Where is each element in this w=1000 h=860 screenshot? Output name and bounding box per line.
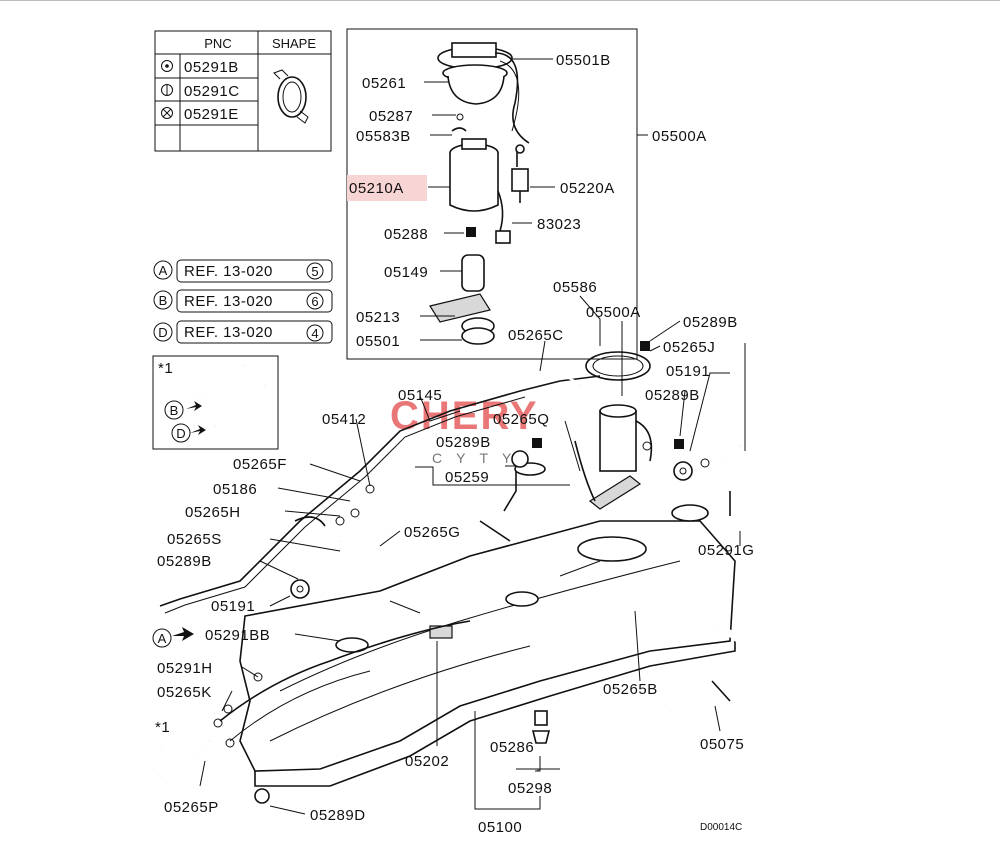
label-05265Q: 05265Q bbox=[493, 411, 549, 428]
label-05289B-top: 05289B bbox=[683, 314, 738, 331]
fittings bbox=[213, 341, 710, 804]
label-05291G: 05291G bbox=[698, 542, 754, 559]
label-05289B-right: 05289B bbox=[645, 387, 700, 404]
ref-d: D REF. 13-020 4 bbox=[153, 320, 333, 344]
label-05289B-mid: 05289B bbox=[436, 434, 491, 451]
label-05210A: 05210A bbox=[349, 180, 404, 197]
ref-d-letter: D bbox=[158, 325, 167, 340]
legend-pnc-row-2: 05291C bbox=[184, 83, 240, 100]
legend-pnc-row-3: 05291E bbox=[184, 106, 239, 123]
label-05291BB: 05291BB bbox=[205, 627, 270, 644]
detail-letter-b: B bbox=[170, 403, 179, 418]
label-star-1: *1 bbox=[155, 719, 170, 736]
pump-box-labels: 05501B 05261 05287 05583B 05210A 05220A … bbox=[349, 52, 707, 350]
ref-a-letter: A bbox=[159, 263, 168, 278]
legend-header-pnc: PNC bbox=[204, 36, 231, 51]
fuel-tank bbox=[239, 462, 736, 787]
label-05586: 05586 bbox=[553, 279, 597, 296]
label-05265G: 05265G bbox=[404, 524, 460, 541]
fuel-lines bbox=[159, 371, 754, 778]
ref-a-text: REF. 13-020 bbox=[184, 263, 273, 280]
label-05298: 05298 bbox=[508, 780, 552, 797]
label-05289D: 05289D bbox=[310, 807, 366, 824]
label-05289B-left: 05289B bbox=[157, 553, 212, 570]
label-05286: 05286 bbox=[490, 739, 534, 756]
label-05287: 05287 bbox=[369, 108, 413, 125]
label-05265C: 05265C bbox=[508, 327, 564, 344]
label-05500A: 05500A bbox=[586, 304, 641, 321]
fuel-pump-detail-box bbox=[346, 28, 638, 360]
label-05265H: 05265H bbox=[185, 504, 241, 521]
label-05075: 05075 bbox=[700, 736, 744, 753]
circle-dot-icon bbox=[161, 60, 173, 72]
ref-a: A REF. 13-020 5 bbox=[153, 259, 333, 283]
watermark-main: CHERY bbox=[390, 394, 539, 438]
leader-lines bbox=[172, 58, 746, 815]
circle-bar-icon bbox=[161, 84, 173, 96]
ref-d-text: REF. 13-020 bbox=[184, 324, 273, 341]
label-05261: 05261 bbox=[362, 75, 406, 92]
label-05186: 05186 bbox=[213, 481, 257, 498]
label-05501: 05501 bbox=[356, 333, 400, 350]
watermark-sub: CYTY bbox=[432, 450, 525, 466]
legend-header-shape: SHAPE bbox=[272, 36, 316, 51]
hose-detail-box: *1 B D bbox=[152, 355, 279, 450]
part-labels: 05586 05500A 05289B 05265C 05265J 05145 … bbox=[152, 279, 754, 836]
label-05288: 05288 bbox=[384, 226, 428, 243]
label-05259: 05259 bbox=[445, 469, 489, 486]
circle-x-icon bbox=[161, 107, 173, 119]
label-05149: 05149 bbox=[384, 264, 428, 281]
label-05500A-assembly: 05500A bbox=[652, 128, 707, 145]
label-83023: 83023 bbox=[537, 216, 581, 233]
detail-letter-d: D bbox=[176, 426, 185, 441]
ref-b-text: REF. 13-020 bbox=[184, 293, 273, 310]
label-05265P: 05265P bbox=[164, 799, 219, 816]
ref-d-num: 4 bbox=[311, 326, 318, 341]
label-05202: 05202 bbox=[405, 753, 449, 770]
label-05291H: 05291H bbox=[157, 660, 213, 677]
ref-a-num: 5 bbox=[311, 264, 318, 279]
ref-b-num: 6 bbox=[311, 294, 318, 309]
label-05213: 05213 bbox=[356, 309, 400, 326]
label-05501B: 05501B bbox=[556, 52, 611, 69]
ref-list: A REF. 13-020 5 B REF. 13-020 6 D REF. 1… bbox=[153, 259, 333, 344]
label-05265J: 05265J bbox=[663, 339, 715, 356]
label-05265K: 05265K bbox=[157, 684, 212, 701]
label-05191-left: 05191 bbox=[211, 598, 255, 615]
legend-pnc-row-1: 05291B bbox=[184, 59, 239, 76]
ref-b-letter: B bbox=[159, 293, 168, 308]
hose-clamp-icon bbox=[273, 69, 309, 124]
label-05412: 05412 bbox=[322, 411, 366, 428]
highlight-05210A bbox=[347, 175, 427, 201]
label-05191-right: 05191 bbox=[666, 363, 710, 380]
label-05220A: 05220A bbox=[560, 180, 615, 197]
detail-marker: *1 bbox=[158, 360, 173, 377]
label-05583B: 05583B bbox=[356, 128, 411, 145]
label-05265F: 05265F bbox=[233, 456, 287, 473]
diagram-code: D00014C bbox=[700, 822, 742, 833]
label-05265B: 05265B bbox=[603, 681, 658, 698]
ref-b: B REF. 13-020 6 bbox=[153, 289, 333, 313]
legend-table: PNC SHAPE 05291B 05291C 05291E bbox=[154, 30, 332, 152]
label-05100: 05100 bbox=[478, 819, 522, 836]
label-ref-a: A bbox=[158, 631, 167, 646]
label-05145: 05145 bbox=[398, 387, 442, 404]
pump-unit-installed bbox=[585, 351, 653, 510]
label-05265S: 05265S bbox=[167, 531, 222, 548]
